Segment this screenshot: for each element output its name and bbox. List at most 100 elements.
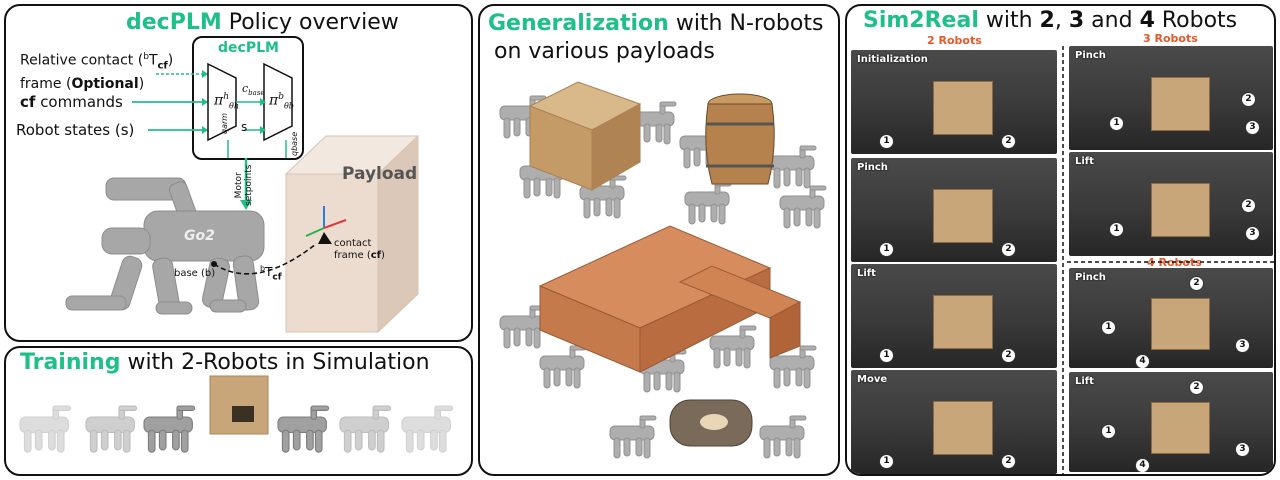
input-relative-contact-frame: Relative contact (bTcf) frame (Optional) — [20, 52, 174, 93]
step-label: Pinch — [1075, 272, 1106, 283]
col-3-robots-label: 3 Robots — [1143, 32, 1198, 45]
robot-number-badge: 3 — [1235, 442, 1250, 457]
sim2real-title: Sim2Real with 2, 3 and 4 Robots — [863, 8, 1238, 33]
policy-diagram-svg — [65, 62, 420, 334]
gen-robot-13 — [609, 415, 657, 459]
payload-box — [1150, 77, 1210, 132]
photo-2-robots-4: Move 1 2 — [851, 370, 1057, 474]
training-robot-5 — [401, 405, 454, 453]
step-label: Pinch — [1075, 50, 1106, 61]
training-robot-4 — [339, 405, 392, 453]
gen-robot-12 — [769, 345, 817, 389]
go2-robot-silhouette — [65, 177, 265, 315]
photo-2-robots-3: Lift 1 2 — [851, 264, 1057, 368]
payload-box — [1150, 298, 1210, 350]
robot-number-badge: 1 — [879, 348, 894, 363]
robot-number-badge: 1 — [879, 454, 894, 469]
robot-number-badge: 4 — [1135, 458, 1150, 472]
training-robot-3 — [277, 405, 330, 453]
gen-robot-8 — [499, 305, 547, 349]
col-2-robots-label: 2 Robots — [927, 34, 982, 47]
photo-3-robots-2: Lift 1 2 3 — [1069, 152, 1273, 256]
gen-robot-5 — [769, 145, 817, 189]
gen-robot-7 — [779, 185, 827, 229]
robot-number-badge: 2 — [1001, 348, 1016, 363]
training-robot-2 — [143, 405, 196, 453]
gen-robot-11 — [709, 325, 757, 369]
gen-sofa-payload — [538, 225, 802, 373]
photo-2-robots-1: Initialization 1 2 — [851, 50, 1057, 154]
pi-b-trapezoid — [263, 62, 293, 142]
step-label: Pinch — [857, 162, 888, 173]
payload-box — [1150, 183, 1210, 238]
go2-label: Go2 — [184, 228, 215, 244]
robot-number-badge: 2 — [1189, 276, 1204, 291]
robot-number-badge: 2 — [1241, 198, 1256, 213]
pi-h-trapezoid — [207, 62, 237, 142]
training-box — [209, 375, 269, 435]
gen-log-payload — [669, 399, 753, 447]
sim2real-panel: Sim2Real with 2, 3 and 4 Robots 2 Robots… — [845, 4, 1276, 476]
step-label: Initialization — [857, 54, 928, 65]
input-robot-states: Robot states (s) — [16, 121, 135, 139]
payload-box — [933, 295, 994, 350]
training-title: Training with 2-Robots in Simulation — [20, 350, 430, 375]
gen-robot-6 — [684, 181, 732, 225]
step-label: Lift — [1075, 376, 1094, 387]
input-cf-commands: cf commands — [20, 93, 123, 111]
gen-barrel-payload — [705, 93, 775, 185]
gen-robot-14 — [759, 415, 807, 459]
photo-3-robots-1: Pinch 1 2 3 — [1069, 46, 1273, 150]
c-base-label: cbase — [242, 82, 265, 98]
bTcf-label: bTcf — [260, 264, 282, 283]
q-base-label: qbase — [290, 131, 299, 156]
robot-number-badge: 2 — [1189, 380, 1204, 395]
robot-number-badge: 1 — [1101, 320, 1116, 335]
payload-box — [933, 401, 994, 456]
robot-number-badge: 1 — [1109, 222, 1124, 237]
robot-number-badge: 3 — [1235, 338, 1250, 353]
payload-box — [1150, 402, 1210, 454]
pi-b-label: πbθb — [269, 92, 294, 111]
robot-number-badge: 1 — [879, 242, 894, 257]
gen-box-payload — [528, 81, 642, 191]
payload-label: Payload — [342, 164, 418, 184]
payload-box — [933, 189, 994, 244]
robot-number-badge: 3 — [1245, 226, 1260, 241]
step-label: Lift — [857, 268, 876, 279]
generalization-panel: Generalization with N-robots on various … — [478, 4, 840, 476]
robot-number-badge: 2 — [1241, 92, 1256, 107]
pi-h-label: πhθh — [214, 92, 239, 111]
robot-number-badge: 2 — [1001, 242, 1016, 257]
payload-cube — [285, 173, 379, 333]
base-label: base (b) — [174, 268, 216, 279]
robot-number-badge: 1 — [1109, 116, 1124, 131]
training-robot-1 — [85, 405, 138, 453]
generalization-title: Generalization with N-robots on various … — [488, 11, 824, 64]
decplm-box-title: decPLM — [218, 40, 279, 56]
gen-robot-1 — [629, 101, 677, 145]
photo-4-robots-1: Pinch 1 2 3 4 — [1069, 268, 1273, 368]
training-panel: Training with 2-Robots in Simulation — [4, 346, 473, 476]
policy-overview-title: decPLM Policy overview — [126, 10, 399, 35]
training-robot-0 — [19, 405, 72, 453]
robot-number-badge: 4 — [1135, 354, 1150, 368]
policy-overview-panel: decPLM Policy overview Relative contact … — [4, 4, 473, 342]
generalization-illustration — [499, 81, 827, 459]
robot-number-badge: 2 — [1001, 454, 1016, 469]
robot-number-badge: 1 — [879, 134, 894, 149]
step-label: Lift — [1075, 156, 1094, 167]
robot-number-badge: 3 — [1245, 120, 1260, 135]
robot-number-badge: 2 — [1001, 134, 1016, 149]
robot-number-badge: 1 — [1101, 424, 1116, 439]
photo-4-robots-2: Lift 1 2 3 4 — [1069, 372, 1273, 472]
photo-2-robots-2: Pinch 1 2 — [851, 158, 1057, 262]
s-label: s — [241, 120, 248, 134]
q-arm-label: qarm — [220, 112, 229, 134]
step-label: Move — [857, 374, 888, 385]
gen-robot-9 — [539, 345, 587, 389]
training-illustration — [19, 375, 454, 453]
sim2real-dividers — [1062, 46, 1274, 474]
